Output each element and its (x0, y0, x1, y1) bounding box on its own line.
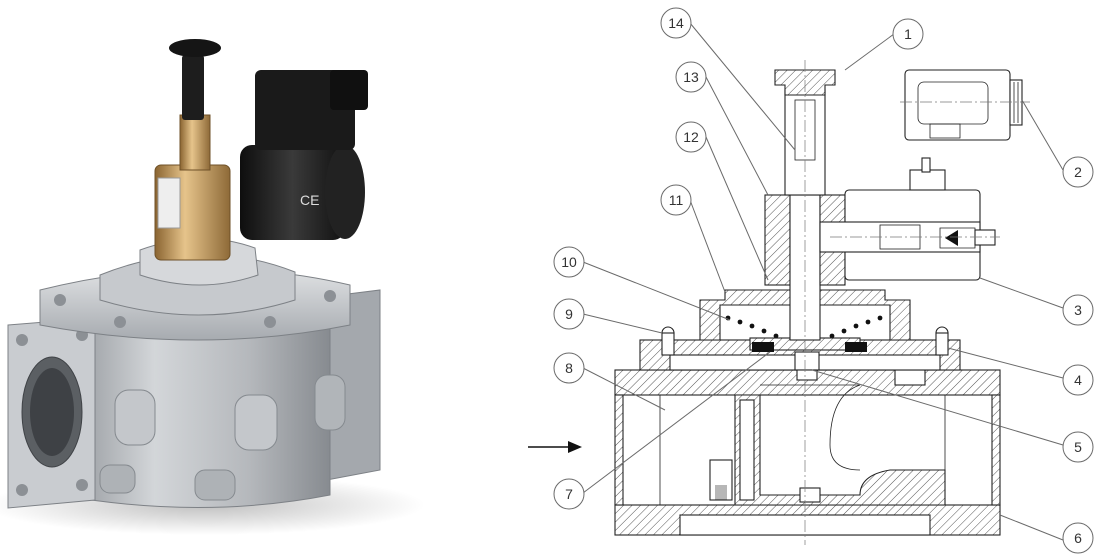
callout-3: 3 (1062, 294, 1094, 326)
callout-11: 11 (660, 184, 692, 216)
callout-4: 4 (1062, 364, 1094, 396)
callout-6: 6 (1062, 522, 1094, 554)
callout-label: 6 (1074, 530, 1082, 546)
callout-label: 2 (1074, 164, 1082, 180)
valve-cross-section-drawing: 1 2 3 4 5 6 7 8 9 10 11 12 (528, 7, 1094, 554)
callout-13: 13 (675, 61, 707, 93)
callout-2: 2 (1062, 156, 1094, 188)
callout-label: 10 (561, 254, 577, 270)
callout-label: 9 (565, 306, 573, 322)
callout-label: 4 (1074, 372, 1082, 388)
callout-label: 11 (669, 192, 684, 208)
callout-label: 5 (1074, 439, 1082, 455)
callout-label: 8 (565, 360, 573, 376)
callout-9: 9 (553, 298, 585, 330)
svg-text:CE: CE (300, 192, 319, 208)
leader-lines (582, 22, 1064, 541)
callout-label: 13 (683, 69, 699, 85)
callout-5: 5 (1062, 431, 1094, 463)
solenoid-gas-valve-photo: CE (0, 39, 425, 535)
callout-label: 3 (1074, 302, 1082, 318)
callout-label: 1 (904, 26, 912, 42)
callout-label: 7 (565, 486, 573, 502)
callout-label: 14 (668, 15, 684, 31)
arrow-right-icon (528, 441, 582, 453)
callout-8: 8 (553, 352, 585, 384)
callout-10: 10 (553, 246, 585, 278)
callout-14: 14 (660, 7, 692, 39)
callout-1: 1 (892, 18, 924, 50)
callout-label: 12 (683, 129, 699, 145)
callout-7: 7 (553, 478, 585, 510)
callout-12: 12 (675, 121, 707, 153)
